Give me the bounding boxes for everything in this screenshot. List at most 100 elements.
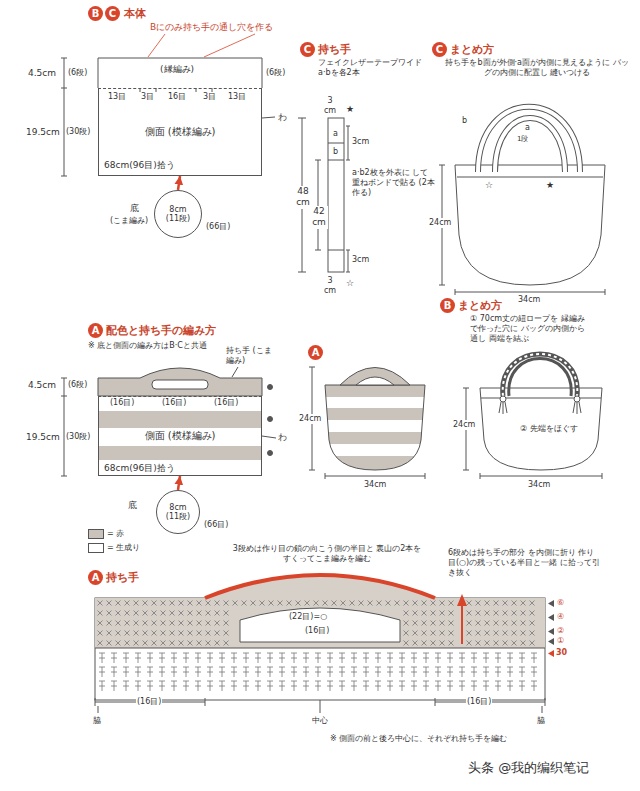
section-badge: C [300, 42, 315, 57]
section-badge: A [88, 323, 103, 338]
annotation: a [525, 123, 530, 133]
section-badge: B [440, 298, 455, 313]
section-badge: A [308, 345, 323, 360]
bag-c-illustration [439, 107, 605, 295]
annotation: ① [557, 636, 564, 646]
node-text: A [312, 345, 320, 360]
annotation: 24cm [452, 420, 476, 430]
annotation: 3段めは作り目の鎖の向こう側の半目と 裏山の2本をすくってこま編みを編む [232, 544, 422, 564]
pickup-arrow [178, 176, 180, 190]
annotation: 16目 [168, 92, 186, 102]
legend-swatch [88, 529, 104, 539]
node-text: 側面 (模様編み) [145, 429, 216, 443]
annotation: a·b2枚を外表に して重ねボンドで貼る (2本作る) [352, 168, 436, 198]
annotation: a [333, 129, 338, 139]
annotation: ⑥ [557, 598, 564, 608]
annotation: (6段) [266, 68, 285, 78]
node-text: C [304, 42, 311, 57]
node-text: (11段) [166, 214, 190, 223]
stitch-marks [98, 601, 538, 692]
annotation: b [462, 116, 467, 126]
annotation: 4.5cm [28, 68, 56, 79]
annotation: 3目 [141, 92, 154, 102]
node-text: C [109, 6, 116, 21]
body-chart-bc [61, 34, 275, 176]
annotation: 3cm [352, 137, 369, 147]
annotation: 34cm [528, 480, 550, 490]
annotation: ★ [346, 104, 354, 115]
legend-swatch [88, 543, 104, 553]
node-text: A [92, 323, 100, 338]
node-text: B [444, 298, 452, 313]
section-badge: C [105, 6, 120, 21]
annotation: (6段) [68, 68, 87, 78]
annotation: 19.5cm [26, 127, 60, 138]
annotation: (16目) [110, 398, 134, 408]
section-badge: B [88, 6, 103, 21]
annotation: 1段 [517, 135, 528, 144]
annotation: 34cm [364, 480, 386, 490]
annotation: わ [278, 432, 287, 443]
annotation: 头条 @我的编织笔记 [468, 760, 589, 776]
annotation: 3cm [352, 255, 369, 265]
annotation: (こま編み) [110, 216, 148, 226]
annotation: フェイクレザーテープワイド a·bを各2本 [318, 58, 430, 78]
annotation: 42 cm [310, 206, 328, 229]
node-text: B [92, 6, 100, 21]
annotation: (16目) [162, 398, 186, 408]
node-text: C [436, 42, 443, 57]
legend-text: = 生成り [107, 542, 140, 553]
annotation: 底 [128, 500, 137, 511]
stitch-chart [95, 575, 554, 713]
node-text: 8cm [169, 205, 186, 214]
node-text: (11段) [166, 512, 190, 521]
annotation: 13目 [108, 92, 126, 102]
bottom-circle: 8cm(11段) [154, 190, 202, 238]
annotation: Bにのみ持ち手の通し穴を作る [150, 22, 273, 33]
annotation: (30段) [66, 127, 90, 137]
annotation: 持ち手 (こま編み) [226, 346, 274, 366]
annotation: ① 70cm丈の紐ロープを 縁編みで作った穴に バッグの内側から通し 両端を結ぶ [470, 314, 588, 344]
annotation: 持ち手 [318, 43, 351, 57]
section-badge: A [88, 570, 103, 585]
annotation: 68cm(96目)拾う [104, 463, 175, 474]
annotation: 13目 [228, 92, 246, 102]
legend-text: = 赤 [107, 528, 124, 539]
annotation: 底 [130, 203, 139, 214]
legend-row: = 赤 [88, 528, 124, 539]
annotation: ☆ [485, 180, 493, 191]
annotation: 68cm(96目)拾う [104, 160, 175, 171]
annotation: (66目) [204, 520, 228, 530]
annotation: 持ち手 [106, 571, 139, 585]
annotation: (16目) [304, 626, 330, 636]
legend-row: = 生成り [88, 542, 140, 553]
annotation: 6段めは持ち手の部分 を内側に折り 作り目(○)の残っている半目と一緒 に拾って… [448, 548, 600, 578]
annotation: ☆ [346, 278, 354, 289]
node-text: A [92, 570, 100, 585]
annotation: 19.5cm [26, 432, 60, 443]
stitch-symbols [98, 601, 538, 692]
annotation: わ [278, 112, 287, 123]
annotation: ② [557, 626, 564, 636]
annotation: ※ 側面の前と後ろ中心に、それぞれ持ち手を編む [330, 734, 507, 744]
annotation: 30 [556, 648, 567, 658]
annotation: ※ 底と側面の編み方はB·Cと共通 [88, 341, 207, 351]
node-text: 側面 (模様編み) [145, 125, 216, 139]
annotation: (22目)=○ [288, 612, 328, 622]
annotation: 24cm [428, 218, 452, 228]
annotation: 配色と持ち手の編み方 [106, 324, 216, 338]
annotation: 3 cm [322, 96, 338, 116]
annotation: 持ち手をb面が外側·a面が内側に見えるように バッグの内側に配置し 縫いつける [444, 58, 630, 78]
annotation: まとめ方 [458, 299, 502, 313]
body-chart-a [61, 367, 276, 476]
annotation: 3 cm [322, 276, 338, 296]
annotation: (30段) [66, 432, 90, 442]
annotation: (16目) [214, 398, 238, 408]
annotation: (66目) [206, 222, 230, 232]
annotation: (16目) [136, 697, 162, 707]
annotation: 脇 [537, 716, 545, 726]
section-badge: C [432, 42, 447, 57]
annotation: ② 先端をほぐす [520, 424, 578, 434]
